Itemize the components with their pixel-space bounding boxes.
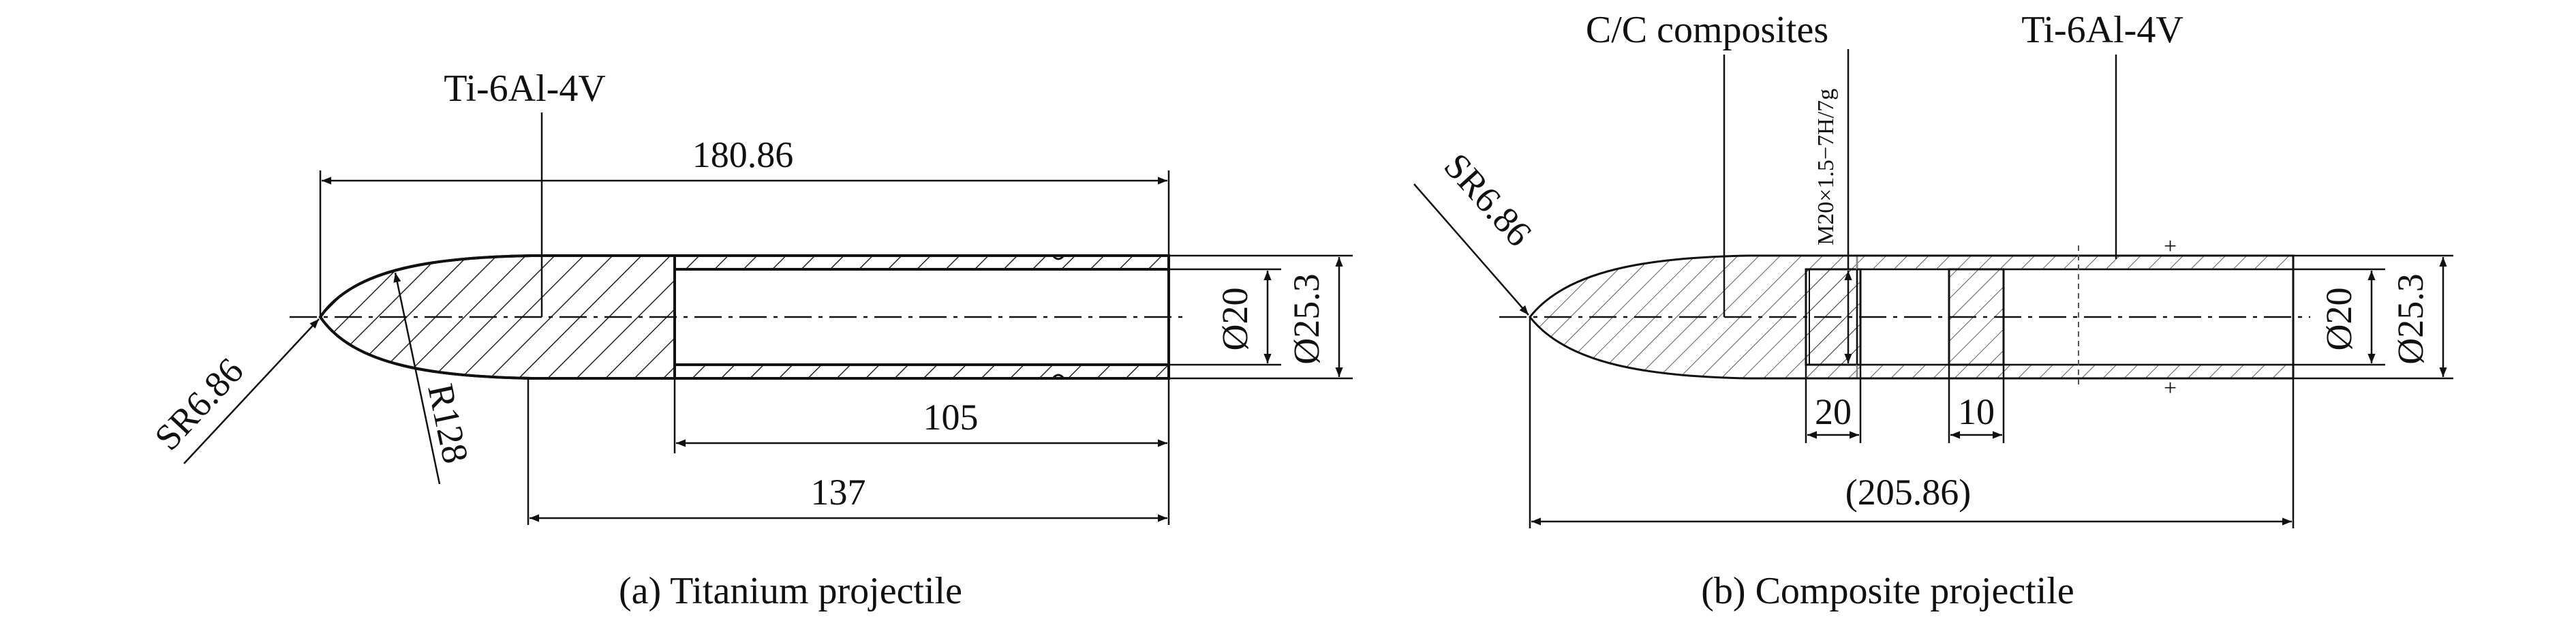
dim-137-a: 137 [811,472,866,513]
dim-overall-b: (205.86) [1845,472,1971,513]
material-label-cc-b: C/C composites [1586,9,1828,51]
caption-b: (b) Composite projectile [1701,570,2074,612]
dim-inner-dia-a: Ø20 [1214,288,1255,351]
extension-lines-b [1529,254,2453,528]
thread-spec-b: M20×1.5−7H/7g [1813,89,1839,245]
extension-lines-a [319,170,1353,525]
figure-b-composite-projectile: + + C/C composites Ti-6Al-4V M20×1.5−7H/… [1413,9,2453,612]
dim-nose-sr-b: SR6.86 [1436,145,1539,254]
material-label-a: Ti-6Al-4V [444,67,606,110]
dim-thread-len-b: 20 [1815,391,1852,432]
dim-inner-dia-b: Ø20 [2318,288,2359,351]
figure-a-titanium-projectile: 180.86 Ti-6Al-4V 105 137 Ø20 Ø25.3 SR6.8… [147,67,1353,612]
dim-plate-len-b: 10 [1958,391,1995,432]
sr-leader-b [1413,183,1529,316]
plus-mark-top: + [2164,234,2177,259]
dim-outer-dia-a: Ø25.3 [1286,273,1327,365]
r128-leader-a [393,272,441,485]
dim-outer-dia-b: Ø25.3 [2390,273,2431,365]
caption-a: (a) Titanium projectile [619,570,962,612]
dim-overall-a: 180.86 [692,134,794,175]
sr-leader-a [183,318,320,464]
material-label-ti-b: Ti-6Al-4V [2021,9,2183,51]
plus-mark-bottom: + [2164,376,2177,401]
dim-nose-sr-a: SR6.86 [147,350,251,458]
dim-ogive-r-a: R128 [420,380,476,467]
dim-bore-length-a: 105 [923,397,979,438]
